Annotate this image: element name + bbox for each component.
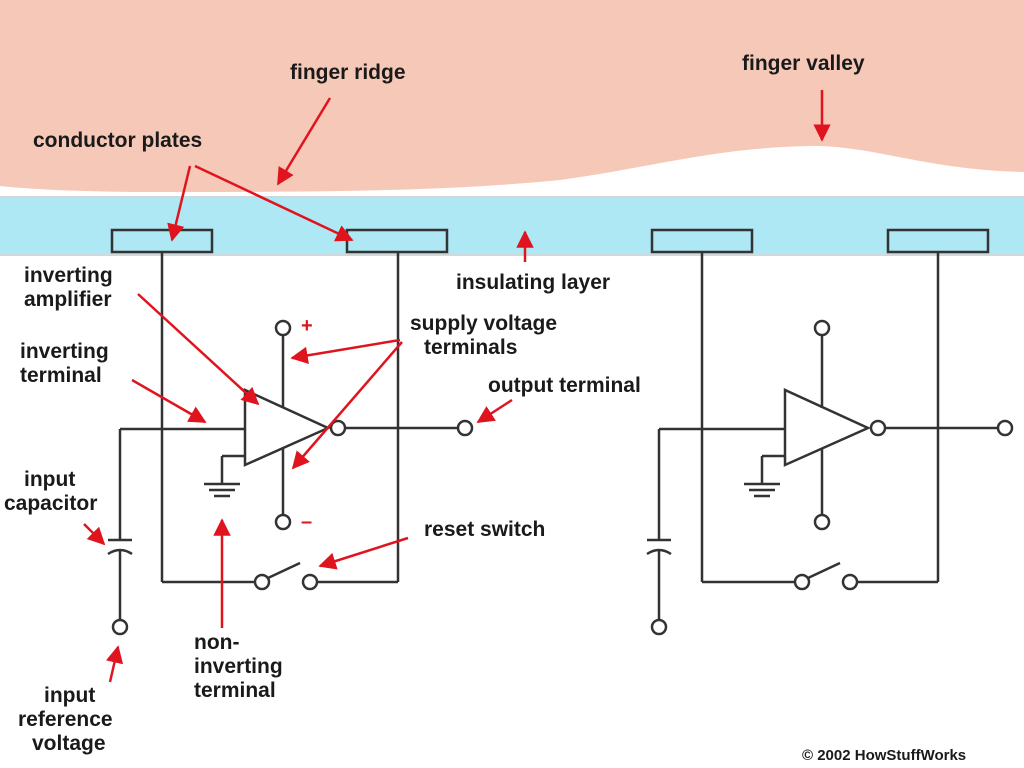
label-finger-valley: finger valley (742, 52, 865, 75)
inverting-amplifier-triangle (243, 388, 332, 467)
conductor-plate-1 (110, 228, 214, 254)
conductor-plate-2 (345, 228, 449, 254)
label-non-inverting-terminal: non- inverting terminal (194, 631, 289, 702)
conductor-plate-3 (650, 228, 754, 254)
conductor-plate-4 (886, 228, 990, 254)
label-conductor-plates: conductor plates (33, 129, 202, 152)
label-inverting-amplifier: inverting amplifier (24, 264, 119, 311)
reset-switch-contact-left (253, 573, 271, 591)
supply-terminal-negative (274, 513, 292, 531)
reset-switch-contact-left (793, 573, 811, 591)
supply-terminal-positive (274, 319, 292, 337)
input-reference-voltage-terminal (111, 618, 129, 636)
supply-terminal-positive (813, 319, 831, 337)
plus-sign: + (301, 315, 313, 337)
minus-sign: – (301, 511, 312, 533)
reset-switch-contact-right (841, 573, 859, 591)
label-inverting-terminal: inverting terminal (20, 340, 115, 387)
output-terminal (456, 419, 474, 437)
label-input-capacitor: input capacitor (4, 468, 97, 515)
label-finger-ridge: finger ridge (290, 61, 406, 84)
amplifier-output-bubble (869, 419, 887, 437)
annotation-arrows (83, 90, 831, 683)
circuit-left (107, 252, 474, 636)
supply-terminal-negative (813, 513, 831, 531)
reset-switch-blade (267, 561, 301, 580)
label-reset-switch: reset switch (424, 518, 545, 541)
reset-switch-blade (807, 561, 841, 580)
copyright-notice: © 2002 HowStuffWorks (802, 747, 966, 764)
label-supply-voltage-terminals: supply voltage terminals (410, 312, 563, 359)
finger-shape (0, 0, 1024, 192)
inverting-amplifier-triangle (783, 388, 872, 467)
input-reference-voltage-terminal (650, 618, 668, 636)
label-insulating-layer: insulating layer (456, 271, 610, 294)
reset-switch-contact-right (301, 573, 319, 591)
circuit-right (646, 252, 1014, 636)
output-terminal (996, 419, 1014, 437)
label-input-reference-voltage: input reference voltage (18, 684, 118, 755)
label-output-terminal: output terminal (488, 374, 641, 397)
